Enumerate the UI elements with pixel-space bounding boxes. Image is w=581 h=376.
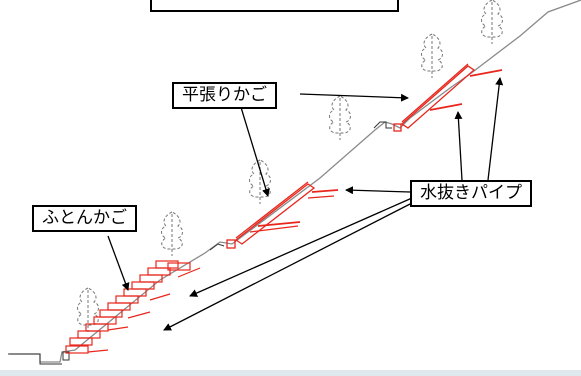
berm-step [373, 121, 392, 129]
tree-icon [481, 0, 503, 45]
tree-icon [421, 33, 443, 79]
title-box-frame [150, 0, 399, 12]
drain-pipe-label: 水抜きパイプ [410, 180, 532, 207]
hiraribari-kago-upper [393, 63, 503, 132]
futon-kago-structure [65, 260, 201, 354]
tree-icon [77, 287, 99, 333]
bottom-border-band [0, 370, 581, 376]
hiraribari-kago-middle [226, 181, 339, 249]
tree-icon [329, 95, 351, 141]
hiraribari-kago-label: 平張りかご [172, 82, 277, 109]
berm-step [209, 243, 225, 251]
callout-arrows [107, 77, 504, 331]
tree-icon [249, 159, 271, 205]
tree-icon [161, 211, 183, 257]
futon-kago-label: ふとんかご [32, 205, 137, 232]
